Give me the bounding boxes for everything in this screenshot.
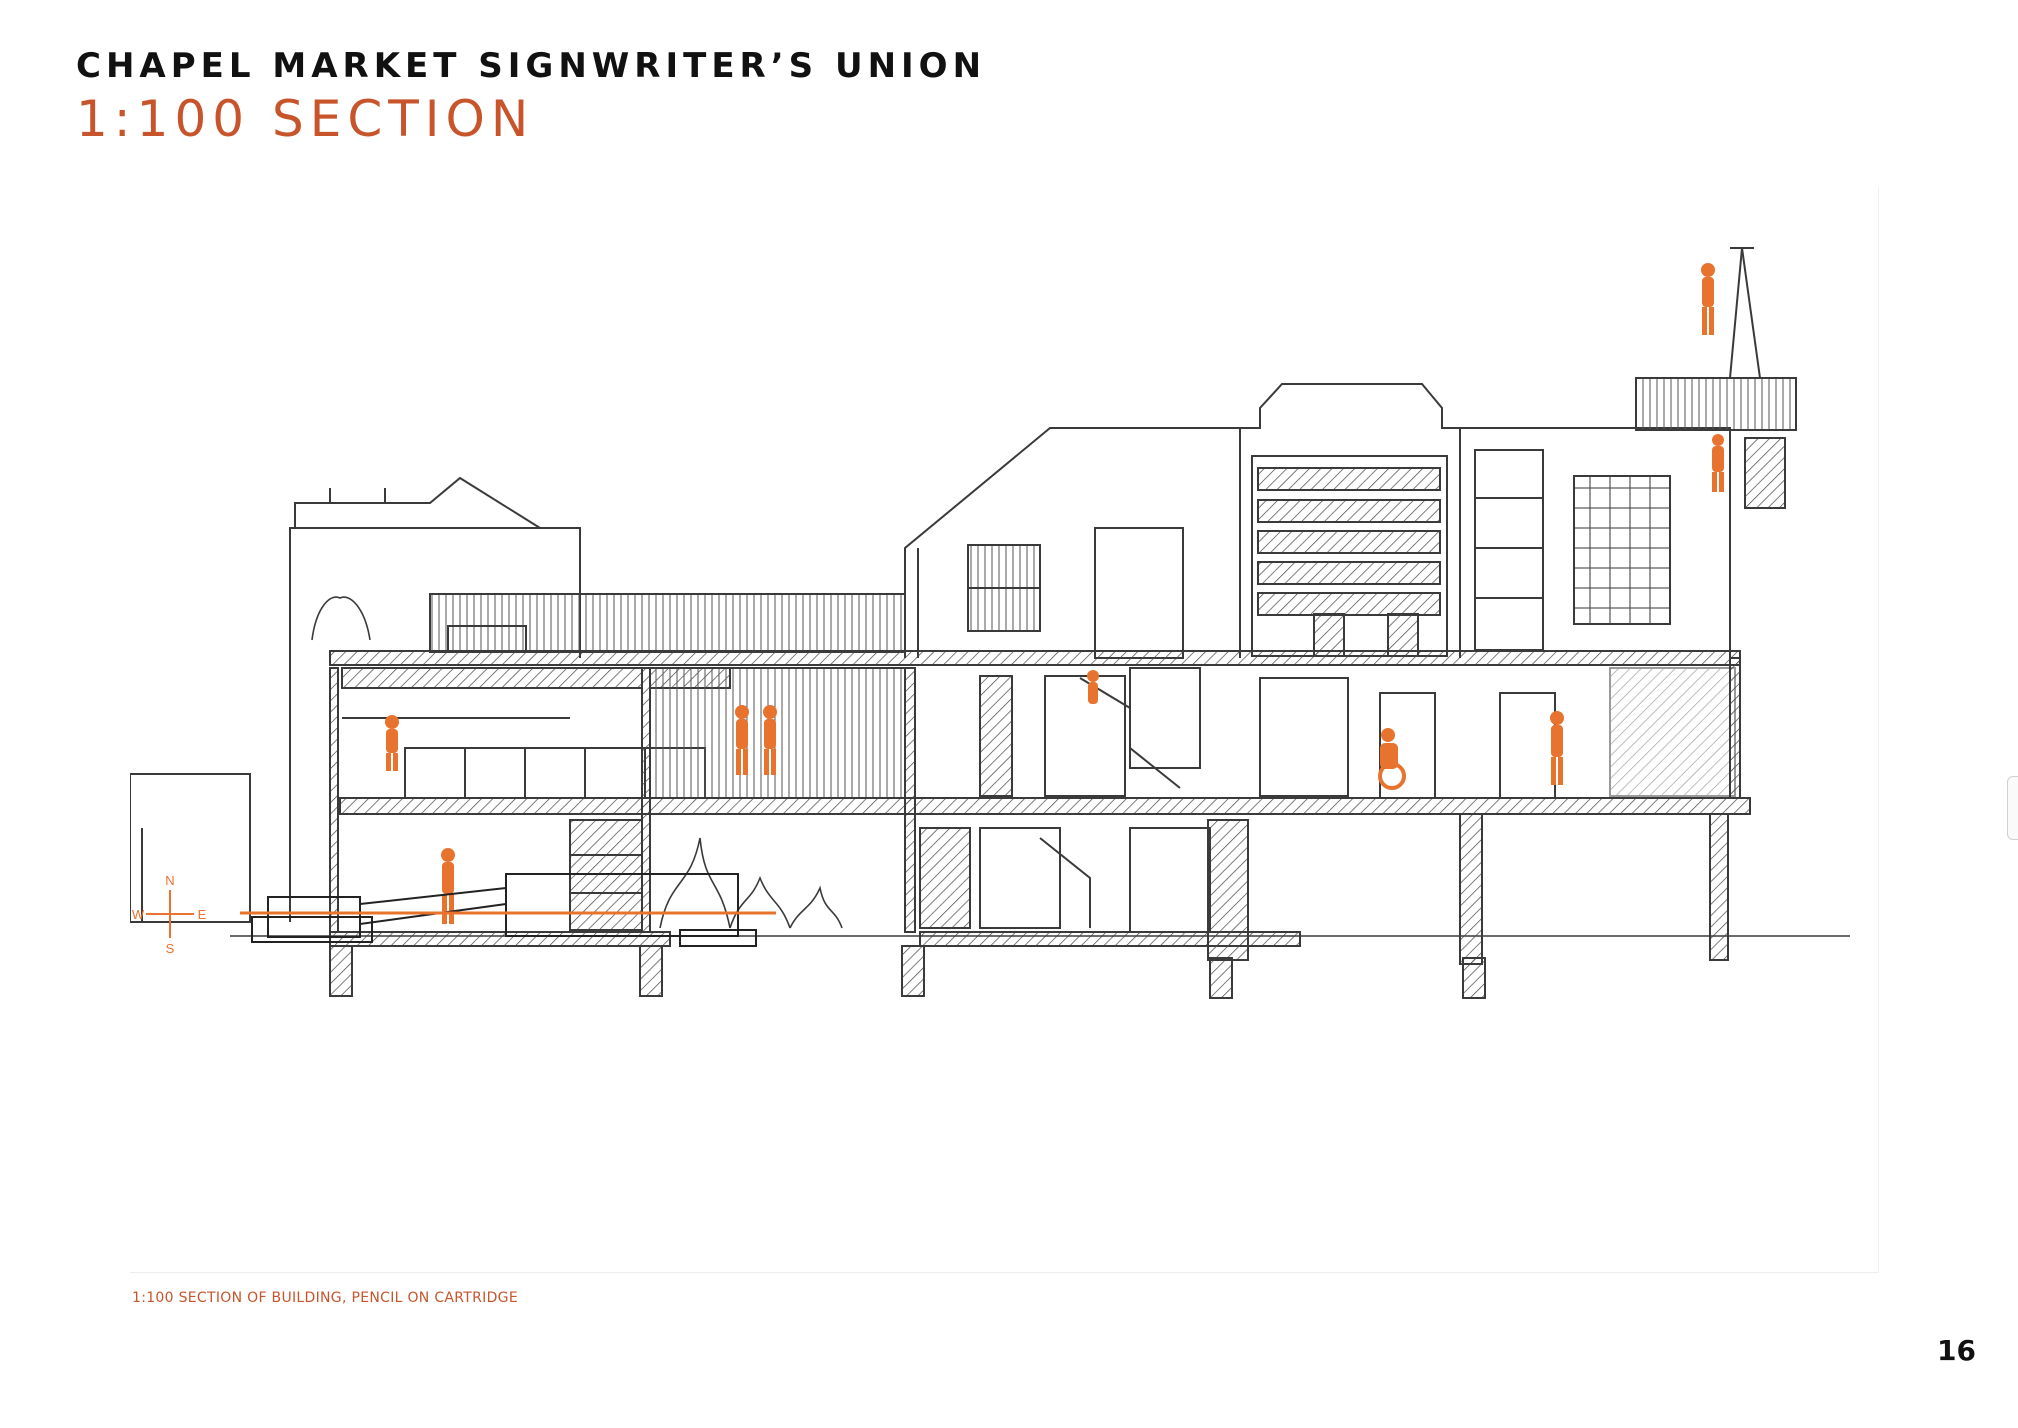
section-drawing: N S W E	[130, 188, 1879, 1273]
figure-signwriter	[1550, 711, 1564, 785]
grid-window	[1573, 475, 1671, 625]
compass-south: S	[166, 941, 175, 956]
compass-west: W	[132, 907, 145, 922]
central-pitched-block	[904, 427, 1241, 658]
drawing-caption: 1:100 SECTION OF BUILDING, PENCIL ON CAR…	[132, 1290, 518, 1306]
figure-studio-b	[763, 705, 777, 775]
figure-facade	[1712, 434, 1724, 492]
right-block	[1459, 427, 1731, 658]
figure-kitchen	[385, 715, 399, 771]
figure-roof	[1701, 263, 1715, 335]
page-title: CHAPEL MARKET SIGNWRITER’S UNION	[76, 46, 987, 86]
left-annex	[130, 773, 251, 923]
first-floor-slab	[329, 650, 1741, 666]
figure-stair	[1087, 670, 1099, 704]
compass-north: N	[165, 873, 174, 888]
side-scroll-tab[interactable]	[2007, 776, 2018, 840]
compass: N S W E	[132, 873, 207, 956]
page-number: 16	[1937, 1334, 1976, 1367]
figure-basement	[441, 848, 455, 924]
slatted-partition	[649, 667, 906, 799]
compass-east: E	[198, 907, 207, 922]
figure-wheelchair	[1378, 728, 1406, 790]
ground-floor-slab	[339, 797, 1751, 815]
slatted-screen	[429, 593, 906, 653]
page-subtitle: 1:100 SECTION	[76, 90, 535, 148]
rooflight-block	[1239, 383, 1461, 658]
roof-terrace	[1635, 377, 1797, 431]
figures	[385, 263, 1724, 924]
key-plan	[240, 873, 776, 947]
figure-studio-a	[735, 705, 749, 775]
section-drawing-svg: N S W E	[130, 247, 1850, 999]
